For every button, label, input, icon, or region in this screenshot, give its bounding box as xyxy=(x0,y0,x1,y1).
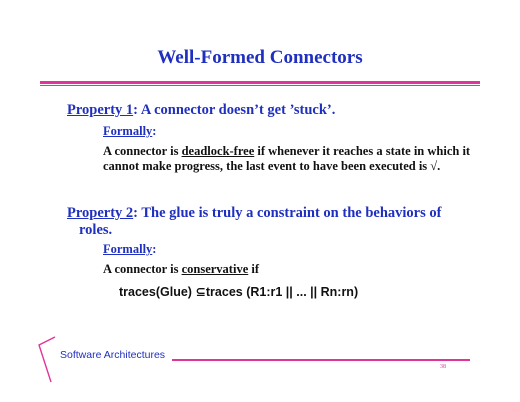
property-2-body-post: if xyxy=(248,262,260,276)
property-2-formally-colon: : xyxy=(152,242,157,256)
property-2-text-line2: roles. xyxy=(79,222,113,238)
property-2-formally-label: Formally xyxy=(103,242,153,256)
property-2-heading: Property 2: The glue is truly a constrai… xyxy=(67,205,487,239)
property-1-term: deadlock-free xyxy=(181,144,255,158)
property-1-definition: A connector is deadlock-free if whenever… xyxy=(103,144,483,174)
property-2-formally: Formally: xyxy=(103,242,156,257)
property-2-text-line1: : The glue is truly a constraint on the … xyxy=(133,205,442,221)
property-1-body-pre: A connector is xyxy=(103,144,182,158)
property-1-formally-colon: : xyxy=(152,124,157,138)
property-2-body-pre: A connector is xyxy=(103,262,182,276)
footer-logo-stroke xyxy=(38,336,56,383)
property-2-term: conservative xyxy=(181,262,249,276)
property-1-heading: Property 1: A connector doesn’t get ’stu… xyxy=(67,102,335,119)
footer-divider xyxy=(172,359,470,361)
title-divider xyxy=(40,81,480,84)
property-2-definition: A connector is conservative if xyxy=(103,262,259,277)
property-2-formula: traces(Glue) ⊆traces (R1:r1 || ... || Rn… xyxy=(119,285,359,299)
footer-logo-mark xyxy=(38,336,56,383)
page-number: 38 xyxy=(440,364,446,370)
title-divider-thin xyxy=(40,85,480,86)
property-1-body-post: if whenever it reaches a state in which … xyxy=(103,144,471,173)
slide-title: Well-Formed Connectors xyxy=(157,47,363,68)
property-1-formally: Formally: xyxy=(103,124,156,139)
property-1-text: : A connector doesn’t get ’stuck’. xyxy=(133,102,336,118)
property-1-label: Property 1 xyxy=(67,102,134,118)
property-2-label: Property 2 xyxy=(67,205,134,221)
footer-label: Software Architectures xyxy=(60,349,166,361)
property-1-formally-label: Formally xyxy=(103,124,153,138)
